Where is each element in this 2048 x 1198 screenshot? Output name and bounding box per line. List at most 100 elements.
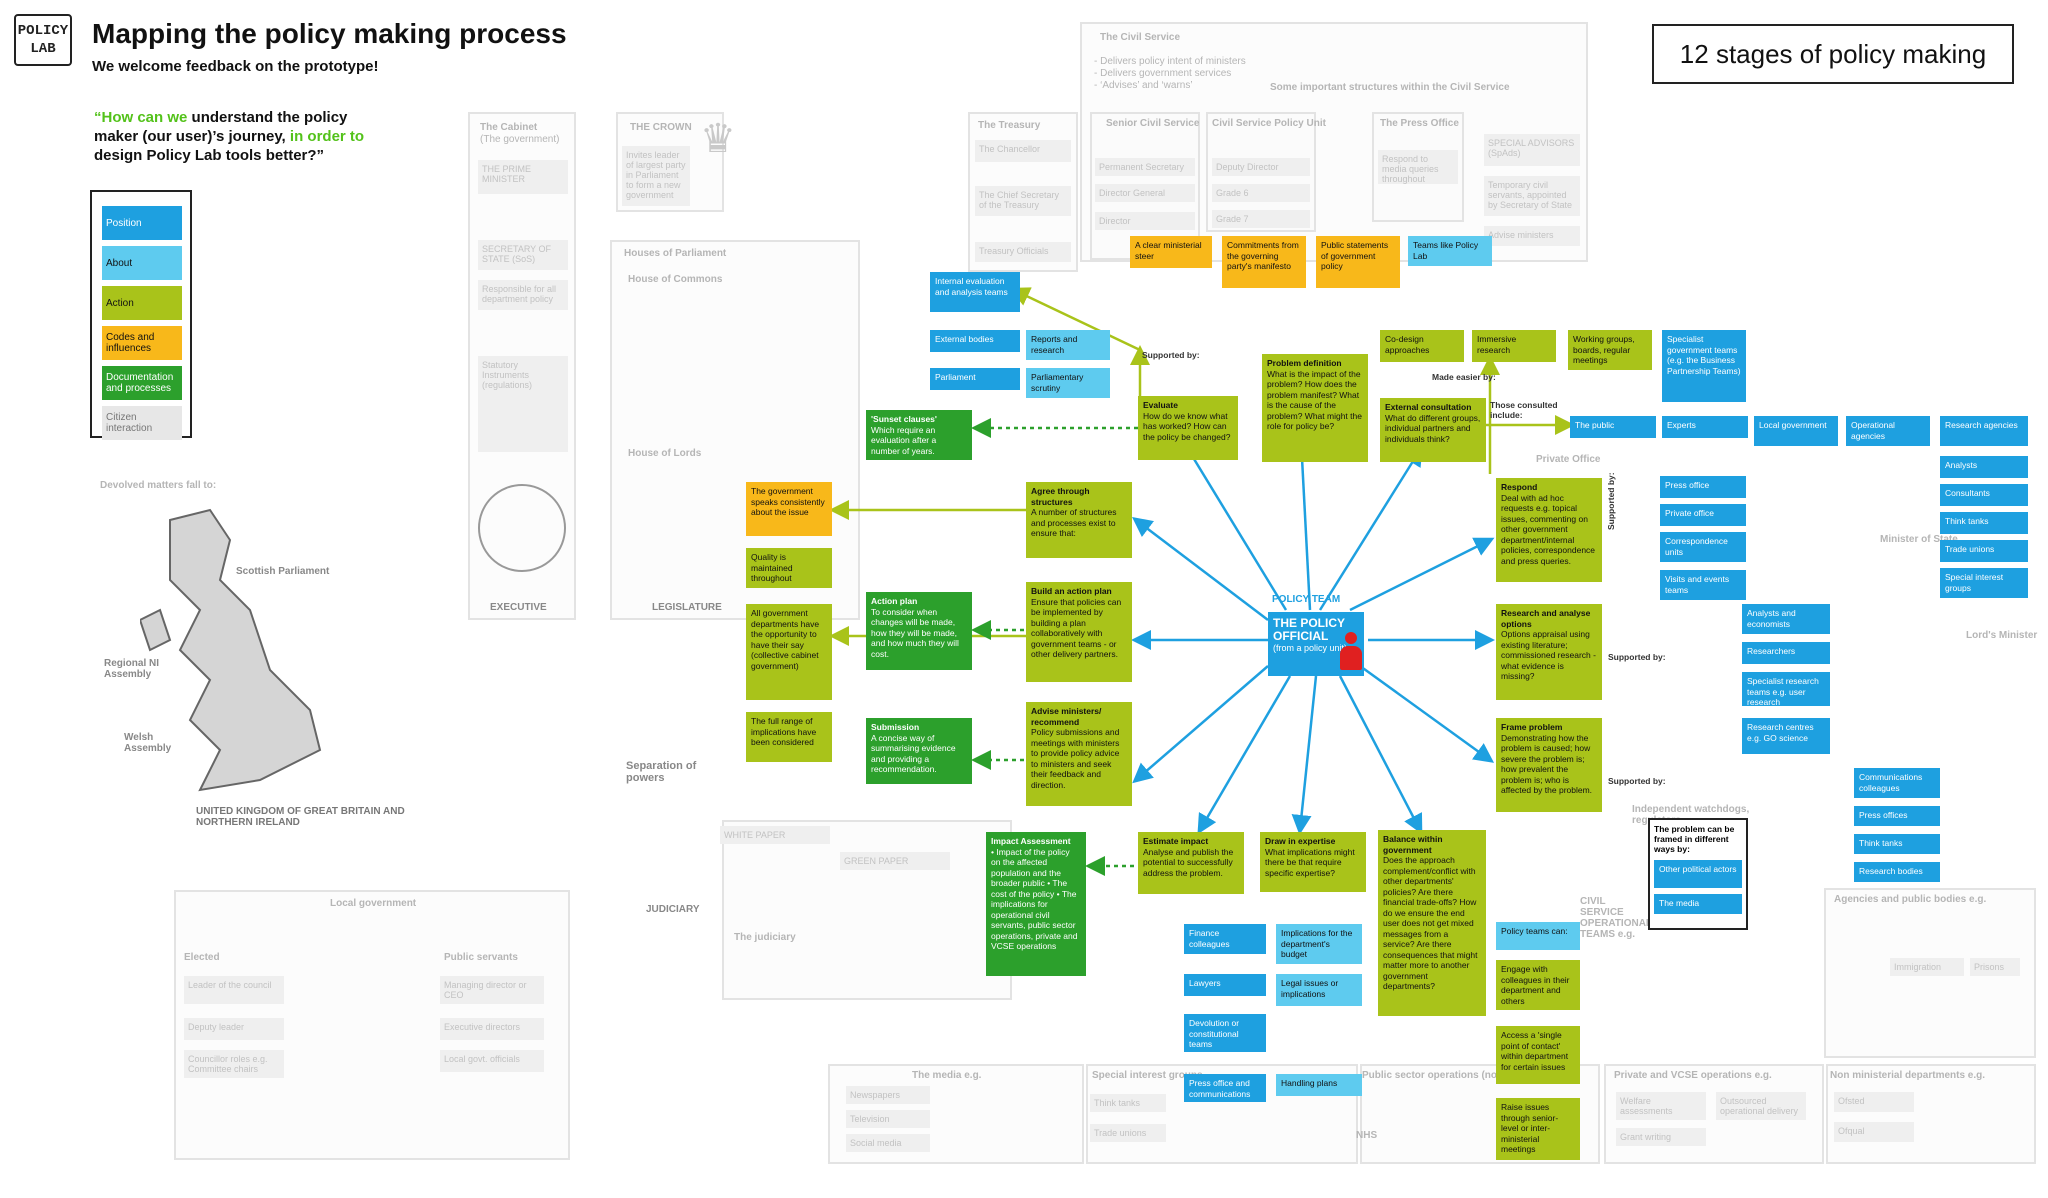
framed-box-title: The problem can be framed in different w… [1654,824,1735,854]
local-officials-cell: Local govt. officials [440,1050,544,1072]
support-parliamentary-scrutiny: Parliamentary scrutiny [1026,368,1110,398]
page-subtitle: We welcome feedback on the prototype! [92,58,379,75]
research-centres: Research centres e.g. GO science [1742,718,1830,754]
doc-sunset-clauses: 'Sunset clauses'Which require an evaluat… [866,410,972,460]
respond-correspondence: Correspondence units [1660,532,1746,562]
green-paper-cell: GREEN PAPER [840,852,950,870]
codes-ministerial-steer: A clear ministerial steer [1130,236,1212,268]
nhs-label: NHS [1356,1130,1378,1141]
official-sub: (from a policy unit) [1273,643,1348,653]
perm-sec-cell: Permanent Secretary [1095,158,1195,176]
quote-part-d: design Policy Lab tools better?” [94,147,325,164]
legend-citizen: Citizen interaction [102,406,182,440]
cabinet-table-icon [478,484,566,572]
respond-private-office: Private office [1660,504,1746,526]
uk-map-icon [140,508,322,792]
cs-note-2: - Delivers government services [1094,68,1232,79]
policy-lab-logo: POLICY LAB [14,14,72,66]
structures-label: Some important structures within the Civ… [1270,82,1510,93]
legend-position: Position [102,206,182,240]
cabinet-sub: (The government) [480,134,560,145]
minister-state-label: Minister of State [1880,534,1958,545]
white-paper-cell: WHITE PAPER [720,826,830,844]
non-ministerial-label: Non ministerial departments e.g. [1830,1070,1986,1081]
policy-official: THE POLICY OFFICIAL (from a policy unit) [1268,612,1364,676]
leader-cell: Leader of the council [184,976,284,1004]
social-media-cell: Social media [846,1134,930,1152]
codes-manifesto: Commitments from the governing party's m… [1222,236,1306,288]
policy-team-label: POLICY TEAM [1272,594,1341,605]
spads-cell: SPECIAL ADVISORS (SpAds) [1484,134,1580,166]
treasury-officials-cell: Treasury Officials [975,242,1071,262]
senior-cs-label: Senior Civil Service [1106,118,1200,129]
private-vcse-label: Private and VCSE operations e.g. [1614,1070,1772,1081]
grant-cell: Grant writing [1616,1128,1706,1146]
media-label: The media e.g. [912,1070,982,1081]
support-parliament: Parliament [930,368,1020,390]
statutory-cell: Statutory Instruments (regulations) [478,356,568,452]
balance-single-point: Access a 'single point of contact' withi… [1496,1026,1580,1084]
consulted-special-interest: Special interest groups [1940,568,2028,598]
quote-part-a: “How can we [94,109,192,126]
chancellor-cell: The Chancellor [975,140,1071,162]
executive-label: EXECUTIVE [490,602,547,613]
draw-press-comms: Press office and communications [1184,1074,1266,1102]
quality-maintained: Quality is maintained throughout [746,548,832,588]
private-office-label: Private Office [1536,454,1601,465]
lords-minister-label: Lord's Minister [1966,630,2038,641]
consulted-operational: Operational agencies [1846,416,1930,446]
advise-ministers-cell: Advise ministers [1484,226,1580,246]
consulted-experts: Experts [1662,416,1748,438]
doc-impact-assessment: Impact Assessment• Impact of the policy … [986,832,1086,976]
research-analysts: Analysts and economists [1742,604,1830,634]
draw-legal: Legal issues or implications [1276,974,1362,1006]
deputy-leader-cell: Deputy leader [184,1018,284,1040]
ofqual-cell: Ofqual [1834,1122,1914,1142]
devolved-label: Devolved matters fall to: [100,480,217,491]
codes-gov-speaks: The government speaks consistently about… [746,482,832,536]
outsourced-cell: Outsourced operational delivery [1716,1092,1806,1120]
balance-policy-teams: Policy teams can: [1496,922,1580,950]
crown-note-cell: Invites leader of largest party in Parli… [622,146,690,206]
civil-service-label: The Civil Service [1100,32,1181,43]
legend-codes: Codes and influences [102,326,182,360]
draw-budget: Implications for the department's budget [1276,924,1362,964]
elected-label: Elected [184,952,220,963]
teams-like-policy-lab: Teams like Policy Lab [1408,236,1492,266]
non-ministerial-box [1826,1064,2036,1164]
trade-unions-cell: Trade unions [1090,1124,1166,1142]
quote: “How can we understand the policy maker … [94,108,394,165]
framed-political-actors: Other political actors [1654,860,1742,888]
support-external-bodies: External bodies [930,330,1020,352]
separation-label: Separation of powers [626,760,697,784]
codes-public-statements: Public statements of government policy [1316,236,1400,288]
draw-handling: Handling plans [1276,1074,1362,1096]
crown-label: THE CROWN [630,122,692,133]
legend-about: About [102,246,182,280]
scottish-label: Scottish Parliament [236,566,330,577]
research-specialist-teams: Specialist research teams e.g. user rese… [1742,672,1830,706]
draw-devolution: Devolution or constitutional teams [1184,1014,1266,1052]
frame-press: Press offices [1854,806,1940,826]
codesign-approaches: Co-design approaches [1380,330,1464,362]
made-easier-label: Made easier by: [1432,372,1496,382]
supported-by-frame: Supported by: [1608,776,1666,786]
chief-secretary-cell: The Chief Secretary of the Treasury [975,186,1071,216]
stages-heading: 12 stages of policy making [1652,24,2014,84]
local-gov-label: Local government [330,898,417,909]
press-office-label: The Press Office [1380,118,1459,129]
houses-label: Houses of Parliament [624,248,727,259]
press-note-cell: Respond to media queries throughout [1378,150,1458,184]
consulted-public: The public [1570,416,1656,438]
managing-director-cell: Managing director or CEO [440,976,544,1004]
cs-ops-label: CIVIL SERVICE OPERATIONAL TEAMS e.g. [1580,896,1652,940]
treasury-label: The Treasury [978,120,1041,131]
cabinet-label: The Cabinet [480,122,538,133]
